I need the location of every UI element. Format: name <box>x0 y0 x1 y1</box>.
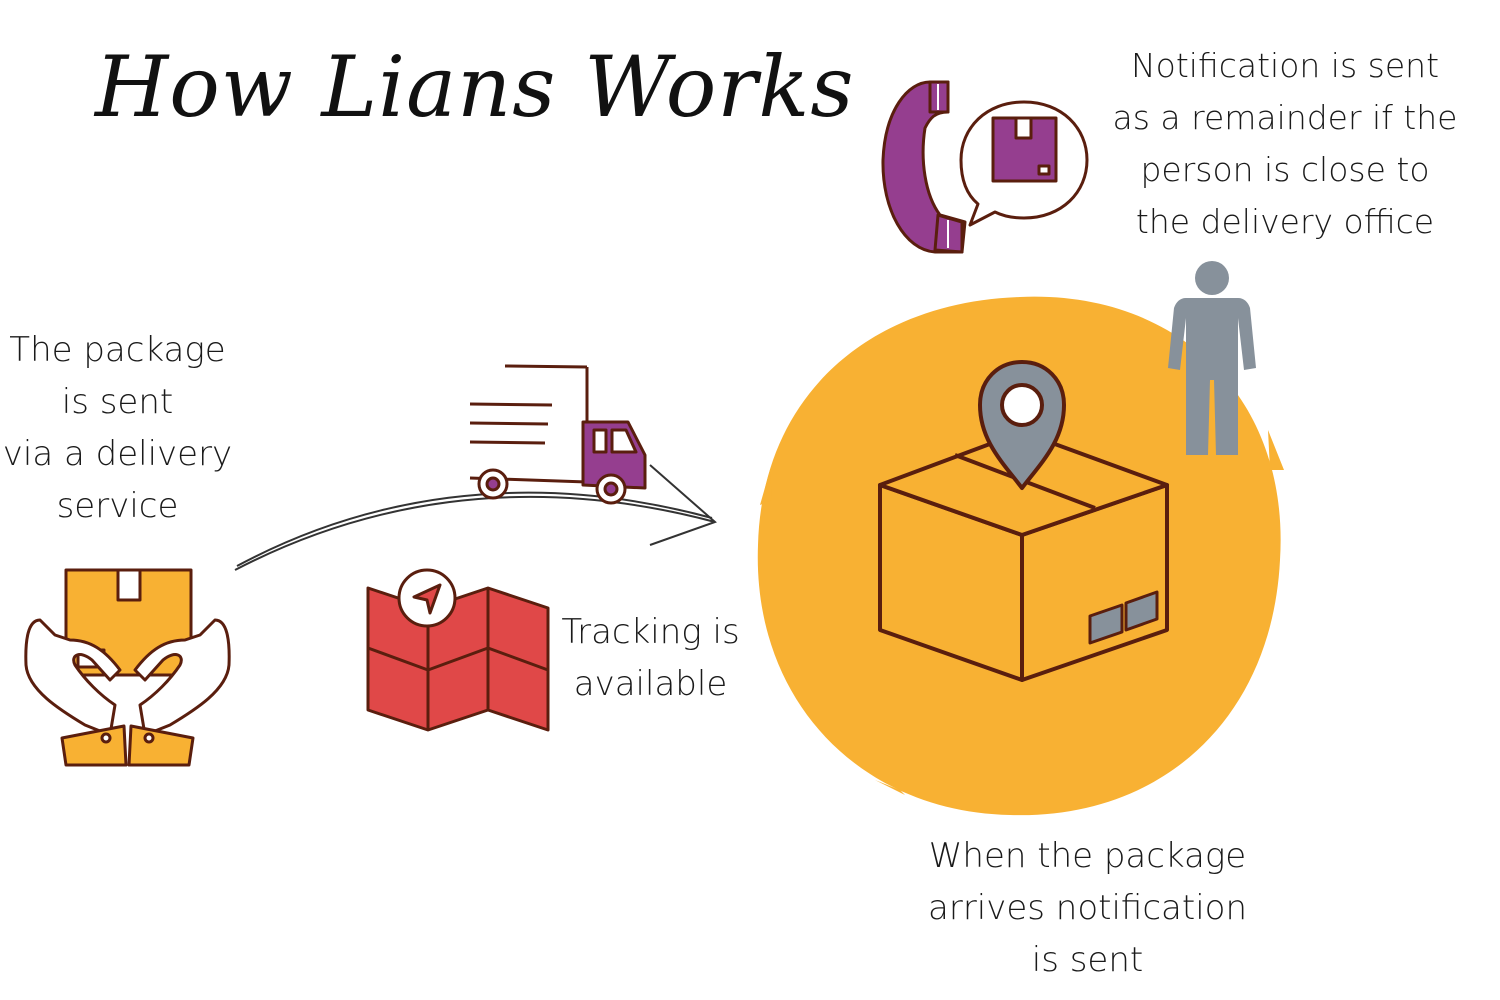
step-package-sent-text: The package is sent via a delivery servi… <box>0 324 235 532</box>
text-line: is sent <box>1031 940 1144 980</box>
person-icon <box>1168 261 1256 455</box>
map-icon <box>366 568 550 732</box>
text-line: The package <box>9 330 226 370</box>
truck-icon <box>469 364 647 505</box>
location-pin-icon <box>978 360 1066 490</box>
text-line: via a delivery <box>2 434 233 474</box>
hands-holding-box-icon <box>24 568 231 767</box>
step-arrival-notification-text: When the package arrives notification is… <box>915 830 1260 986</box>
text-line: When the package <box>928 836 1247 876</box>
text-line: service <box>56 486 179 526</box>
phone-icon <box>881 80 967 254</box>
text-line: is sent <box>61 382 174 422</box>
text-line: arrives notification <box>928 888 1247 928</box>
text-line: the delivery office <box>1135 202 1435 241</box>
text-line: Tracking is <box>561 612 740 652</box>
step-notification-reminder-text: Notification is sent as a remainder if t… <box>1095 40 1475 248</box>
step-tracking-text: Tracking is available <box>548 606 753 710</box>
speech-bubble-icon <box>959 100 1089 227</box>
text-line: as a remainder if the <box>1112 98 1458 137</box>
text-line: person is close to <box>1140 150 1430 189</box>
text-line: Notification is sent <box>1130 46 1440 85</box>
text-line: available <box>573 664 728 704</box>
page-title: How Lians Works <box>95 38 855 136</box>
delivery-path-arrow <box>234 464 717 571</box>
